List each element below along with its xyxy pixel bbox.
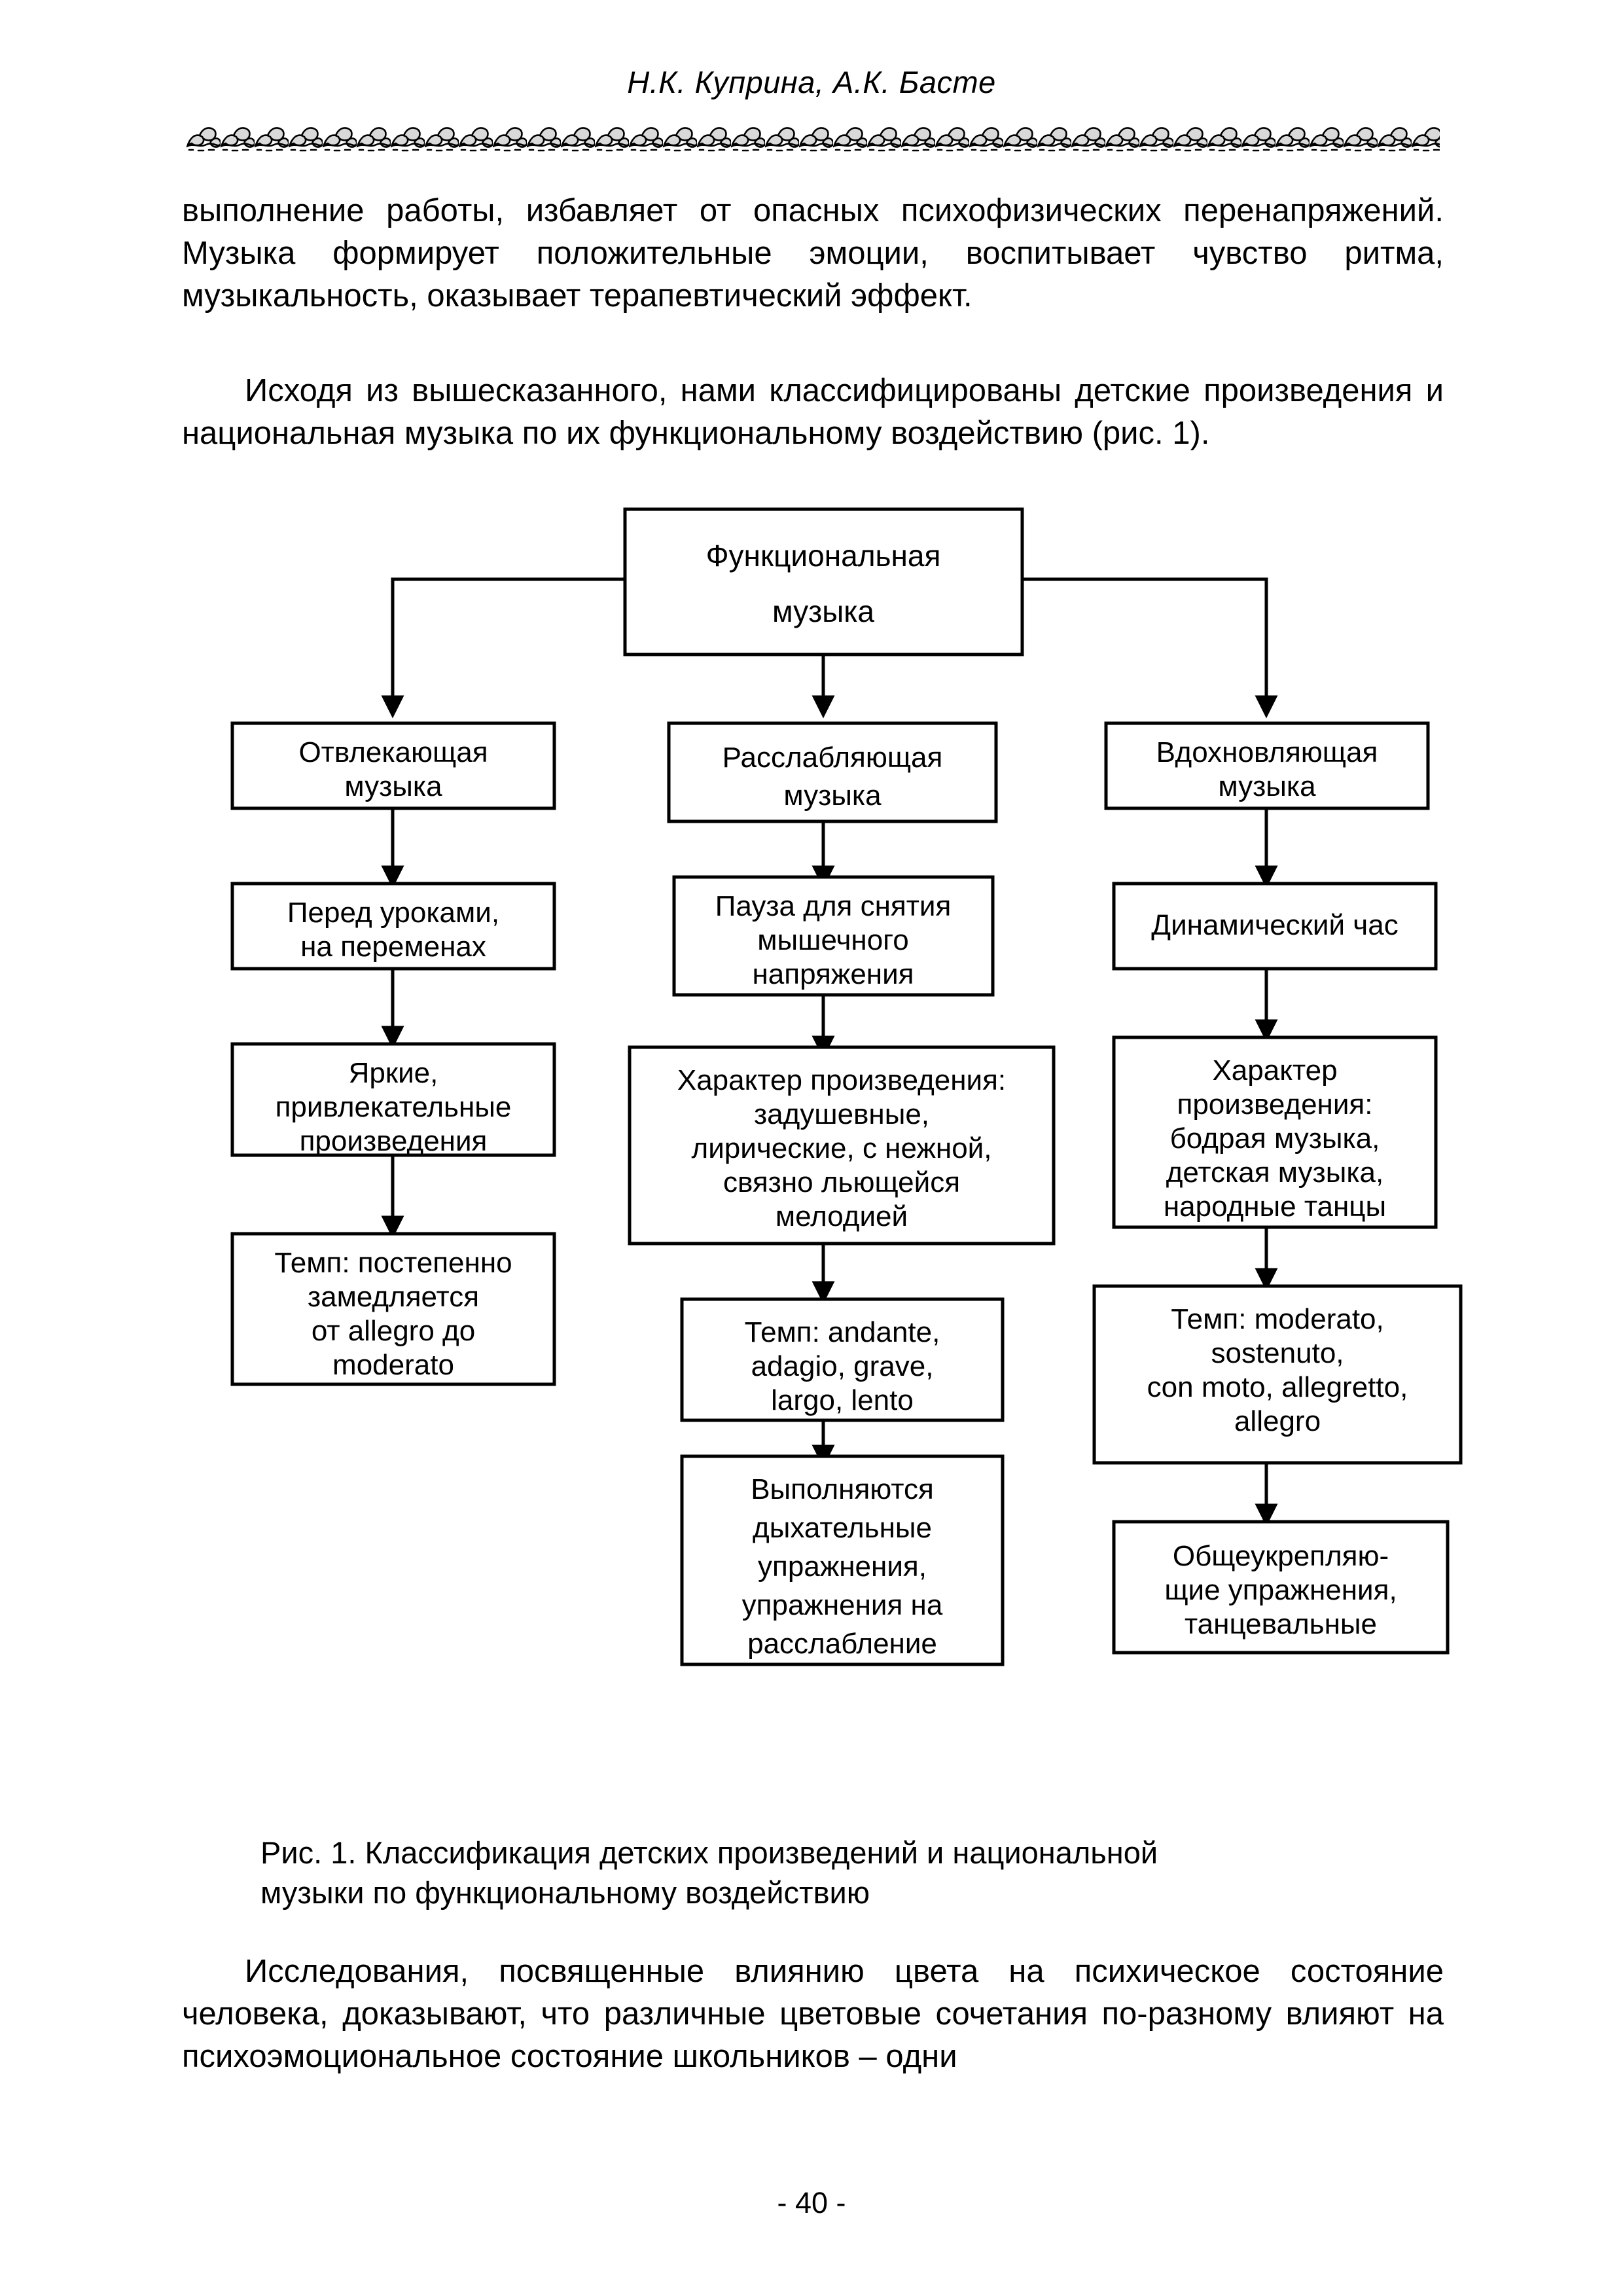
node-col2-branch-line-1: Расслабляющая (722, 742, 943, 774)
node-col1-branch: Отвлекающая музыка (230, 721, 556, 810)
node-col2-character-line-1: Характер произведения: (677, 1064, 1006, 1096)
node-col2-branch: Расслабляющая музыка (667, 721, 998, 823)
figure-1-flowchart: Функциональная музыка Отвлекающая музыка… (0, 497, 1623, 1813)
node-col2-exercises: Выполняются дыхательные упражнения, упра… (680, 1454, 1005, 1666)
node-col3-tempo: Темп: moderato, sostenuto, con moto, all… (1092, 1284, 1463, 1465)
node-col1-tempo-line-2: замедляется (308, 1281, 479, 1313)
node-col3-character-line-1: Характер (1212, 1054, 1337, 1086)
node-col2-tempo-line-2: adagio, grave, (751, 1350, 934, 1382)
node-col3-when: Динамический час (1112, 882, 1438, 971)
node-col2-tempo: Темп: andante, adagio, grave, largo, len… (680, 1297, 1005, 1422)
node-col3-exercises: Общеукрепляю- щие упражнения, танцевальн… (1112, 1520, 1450, 1655)
node-col3-tempo-line-1: Темп: moderato, (1171, 1303, 1384, 1335)
node-col3-branch-line-2: музыка (1218, 770, 1316, 802)
node-col3-tempo-line-3: con moto, allegretto, (1147, 1371, 1408, 1403)
node-col1-tempo: Темп: постепенно замедляется от allegro … (230, 1232, 556, 1386)
connector-root-to-col1 (381, 577, 625, 719)
node-col3-exercises-line-1: Общеукрепляю- (1173, 1540, 1389, 1572)
node-col1-branch-line-1: Отвлекающая (298, 736, 488, 768)
node-col2-branch-line-2: музыка (783, 780, 882, 812)
paragraph-1: выполнение работы, избавляет от опасных … (182, 193, 1444, 314)
figure-caption-line-2: музыки по функциональному воздействию (260, 1875, 870, 1910)
node-col2-tempo-line-1: Темп: andante, (745, 1316, 940, 1348)
node-col3-tempo-line-2: sostenuto, (1211, 1337, 1344, 1369)
node-col1-character-line-3: произведения (300, 1125, 488, 1157)
node-col1-tempo-line-4: moderato (332, 1349, 454, 1381)
node-col2-when-line-2: мышечного (757, 924, 908, 956)
node-col1-when-line-2: на переменах (300, 931, 486, 963)
node-col3-tempo-line-4: allegro (1234, 1405, 1321, 1437)
node-col1-character-line-2: привлекательные (276, 1091, 512, 1123)
node-col2-character: Характер произведения: задушевные, лирич… (628, 1045, 1056, 1246)
node-col2-when-line-1: Пауза для снятия (715, 890, 952, 922)
node-col3-character-line-3: бодрая музыка, (1170, 1122, 1380, 1155)
node-col1-when: Перед уроками, на переменах (230, 882, 556, 971)
figure-caption-line-1: Рис. 1. Классификация детских произведен… (260, 1835, 1158, 1870)
node-col3-character: Характер произведения: бодрая музыка, де… (1112, 1035, 1438, 1229)
node-col3-when-line-1: Динамический час (1151, 909, 1398, 941)
node-col2-exercises-line-2: дыхательные (753, 1512, 932, 1544)
node-col1-tempo-line-1: Темп: постепенно (274, 1247, 512, 1279)
node-col2-character-line-5: мелодией (776, 1200, 908, 1232)
ornamental-divider (187, 121, 1440, 154)
connector-group (381, 577, 1278, 1527)
paragraph-2: Исходя из вышесказанного, нами классифиц… (182, 373, 1444, 452)
node-col3-character-line-4: детская музыка, (1166, 1157, 1384, 1189)
node-col2-when-line-3: напряжения (752, 958, 914, 990)
node-col3-character-line-2: произведения: (1177, 1088, 1373, 1121)
node-col2-tempo-line-3: largo, lento (771, 1384, 914, 1416)
node-col2-character-line-4: связно льющейся (723, 1166, 960, 1198)
node-col2-character-line-3: лирические, с нежной, (692, 1132, 992, 1164)
node-col3-branch: Вдохновляющая музыка (1104, 721, 1430, 810)
figure-caption: Рис. 1. Классификация детских произведен… (260, 1833, 1438, 1912)
page-number: - 40 - (777, 2186, 846, 2219)
node-col3-exercises-line-2: щие упражнения, (1164, 1574, 1397, 1606)
node-col3-branch-line-1: Вдохновляющая (1156, 736, 1378, 768)
node-col2-exercises-line-3: упражнения, (758, 1551, 927, 1583)
node-col1-tempo-line-3: от allegro до (312, 1315, 475, 1347)
node-col2-exercises-line-4: упражнения на (742, 1589, 943, 1621)
node-col2-character-line-2: задушевные, (754, 1098, 929, 1130)
node-col2-exercises-line-5: расслабление (747, 1628, 937, 1660)
node-root-line-1: Функциональная (706, 539, 941, 573)
node-root: Функциональная музыка (623, 507, 1024, 656)
node-col1-character-line-1: Яркие, (349, 1057, 438, 1089)
node-col2-exercises-line-1: Выполняются (751, 1473, 934, 1505)
paragraph-last: Исследования, посвященные влиянию цвета … (182, 1954, 1444, 2075)
running-head: Н.К. Куприна, А.К. Басте (627, 65, 996, 99)
node-col1-character: Яркие, привлекательные произведения (230, 1042, 556, 1157)
node-col1-branch-line-2: музыка (344, 770, 442, 802)
connector-root-to-col3 (1022, 577, 1278, 719)
node-col3-exercises-line-3: танцевальные (1185, 1608, 1377, 1640)
node-col2-when: Пауза для снятия мышечного напряжения (672, 875, 995, 997)
node-col3-character-line-5: народные танцы (1164, 1191, 1386, 1223)
node-col1-when-line-1: Перед уроками, (287, 897, 499, 929)
node-root-line-2: музыка (772, 594, 874, 628)
